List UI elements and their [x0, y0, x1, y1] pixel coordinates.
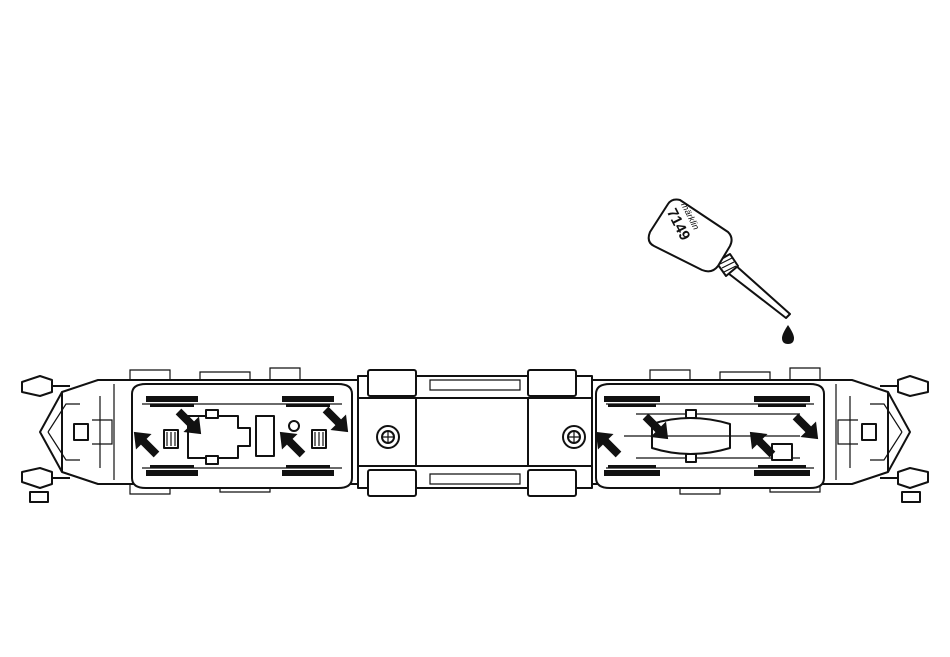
left-bogie [132, 384, 352, 488]
oil-bottle-icon: märklin 7149 [649, 200, 790, 319]
screw-icon [563, 426, 585, 448]
screw-icon [377, 426, 399, 448]
locomotive-underside [22, 368, 928, 502]
right-bogie [596, 384, 824, 488]
oil-bottle-nozzle [724, 264, 790, 318]
oil-drop-icon [782, 325, 794, 344]
